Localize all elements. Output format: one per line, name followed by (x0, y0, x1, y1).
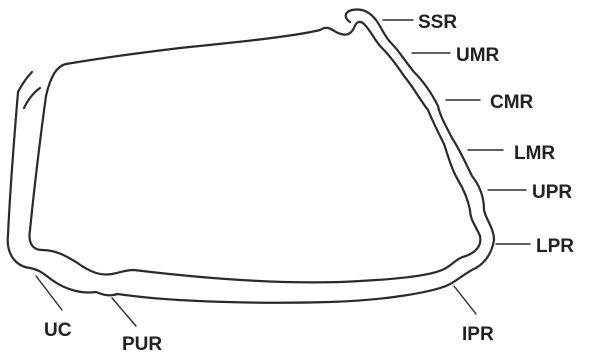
label-cmr: CMR (490, 92, 534, 113)
label-pur: PUR (122, 334, 162, 355)
uc-leader (35, 275, 63, 311)
label-lpr: LPR (536, 236, 574, 257)
label-upr: UPR (532, 182, 572, 203)
inner-contour (22, 20, 482, 284)
pur-leader (111, 297, 137, 327)
label-uc: UC (44, 320, 72, 341)
label-ssr: SSR (418, 12, 457, 33)
label-lmr: LMR (514, 143, 555, 164)
outer-contour (6, 8, 496, 304)
label-umr: UMR (456, 45, 500, 66)
label-ipr: IPR (462, 324, 494, 345)
ipr-leader (453, 285, 477, 315)
